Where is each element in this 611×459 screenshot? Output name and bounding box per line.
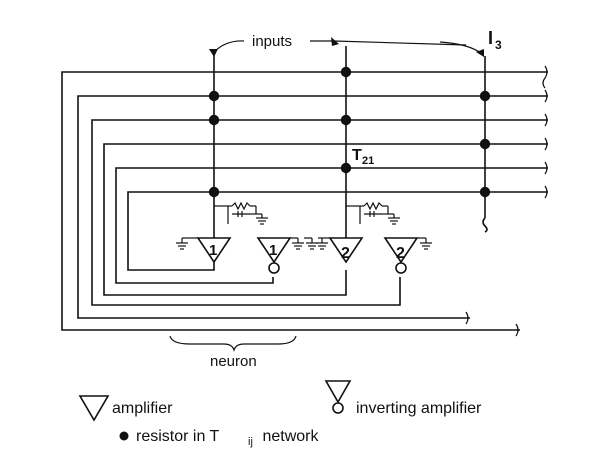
- svg-text:2: 2: [396, 245, 405, 262]
- svg-text:21: 21: [362, 155, 374, 167]
- resistor-dots: [208, 66, 491, 198]
- legend: amplifier inverting amplifier resistor i…: [78, 380, 482, 448]
- svg-text:1: 1: [209, 242, 217, 259]
- inputs-bracket: [209, 37, 484, 57]
- legend-amplifier-icon: [78, 395, 110, 422]
- legend-amplifier-label: amplifier: [112, 400, 173, 417]
- legend-resistor-dot: [119, 431, 129, 441]
- legend-resistor-label: resistor in T ij network: [136, 428, 319, 448]
- amplifier-1: 1: [176, 237, 232, 264]
- neuron-label: neuron: [210, 353, 257, 370]
- rc-network-2: [346, 201, 400, 225]
- svg-text:ij: ij: [248, 436, 253, 448]
- svg-text:1: 1: [269, 242, 277, 259]
- input-current-label: I 3: [488, 28, 502, 52]
- legend-inverting-amplifier-icon: [324, 380, 352, 414]
- inverting-amplifier-2: 2: [383, 237, 432, 274]
- input-line-3-break: [482, 217, 488, 233]
- inverting-amplifier-1: 1: [256, 237, 318, 274]
- wire-break-marks: [465, 65, 548, 337]
- svg-text:3: 3: [495, 38, 502, 52]
- amplifier-2: 2: [316, 237, 364, 264]
- svg-text:2: 2: [341, 245, 350, 262]
- feedback-wires: [61, 71, 548, 331]
- rc-network-1: [214, 201, 268, 225]
- svg-text:I: I: [488, 28, 493, 48]
- svg-text:network: network: [258, 428, 319, 445]
- inputs-label: inputs: [252, 33, 292, 50]
- svg-text:resistor in T: resistor in T: [136, 428, 220, 445]
- connection-label: T 21: [352, 147, 374, 167]
- legend-inverting-amplifier-label: inverting amplifier: [356, 400, 482, 417]
- neuron-brace: [169, 335, 297, 352]
- svg-text:T: T: [352, 147, 362, 164]
